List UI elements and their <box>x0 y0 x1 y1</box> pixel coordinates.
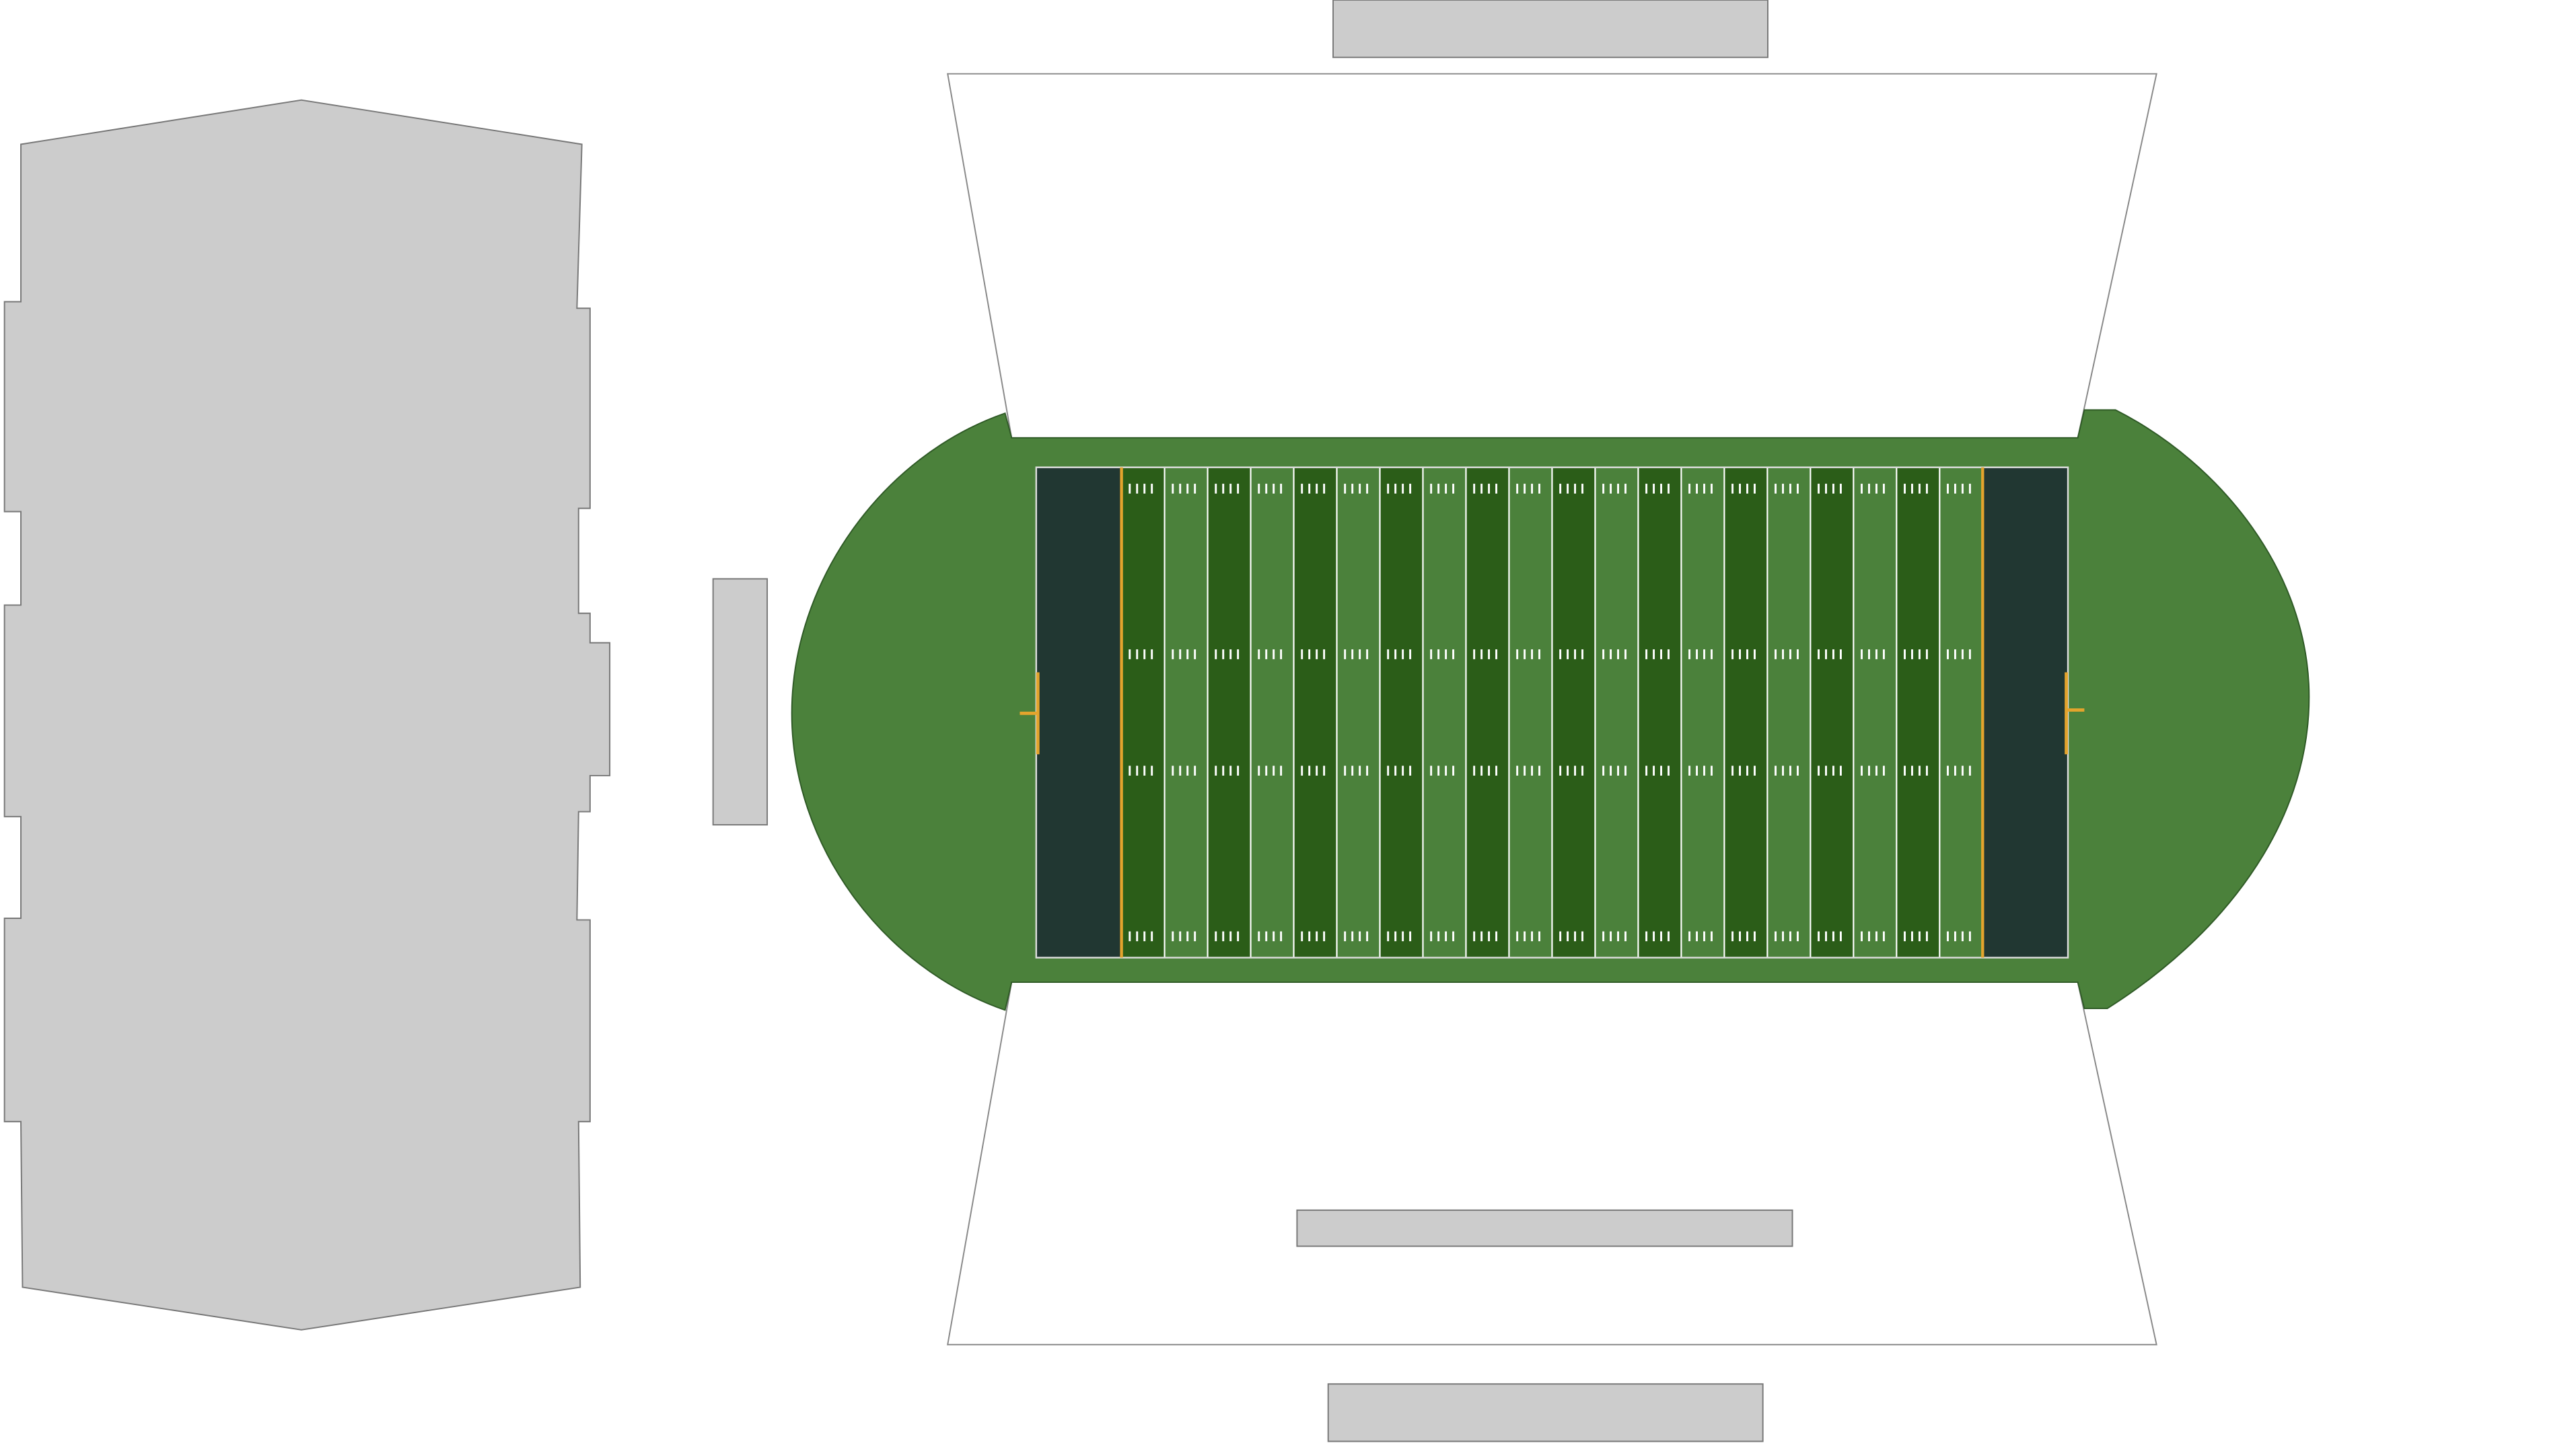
field-stripe <box>1293 467 1337 958</box>
north-block-section[interactable] <box>1332 0 1768 59</box>
field-stripe <box>1380 467 1423 958</box>
field-stripe <box>1552 467 1596 958</box>
field-stripe <box>1810 467 1854 958</box>
field-stripe <box>1250 467 1294 958</box>
field-stripe <box>1336 467 1380 958</box>
field-stripe <box>1724 467 1768 958</box>
football-field <box>1019 466 2085 959</box>
south-inner-block-section[interactable] <box>1296 1209 1793 1247</box>
field-stripe <box>1638 467 1682 958</box>
field-stripe <box>1423 467 1466 958</box>
field-stripe <box>1164 467 1208 958</box>
north-stand[interactable] <box>947 73 2157 439</box>
field-stripe <box>1509 467 1552 958</box>
south-stand[interactable] <box>947 982 2157 1345</box>
field-stripe <box>1681 467 1725 958</box>
field-stripe <box>1121 467 1165 958</box>
west-small-block-section[interactable] <box>712 578 768 826</box>
south-outer-block-section[interactable] <box>1327 1383 1764 1442</box>
field-stripe <box>1466 467 1509 958</box>
endzone-west <box>1036 467 1122 958</box>
field-stripe <box>1767 467 1811 958</box>
field-stripe <box>1595 467 1639 958</box>
field-stripe <box>1896 467 1940 958</box>
field-stripe <box>1939 467 1983 958</box>
field-stripe <box>1207 467 1251 958</box>
endzone-east <box>1982 467 2069 958</box>
west-grandstand-section[interactable] <box>3 99 611 1331</box>
field-stripe <box>1853 467 1897 958</box>
